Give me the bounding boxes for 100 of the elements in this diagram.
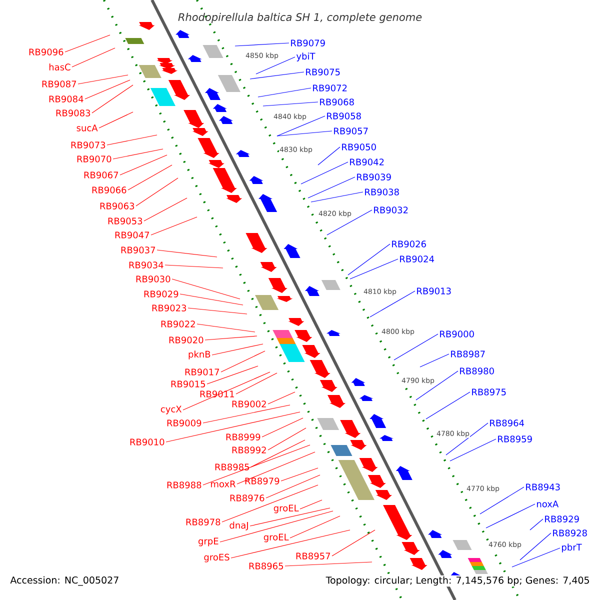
leader-line xyxy=(128,164,172,190)
leader-line xyxy=(416,370,458,400)
gene-label: RB9023 xyxy=(152,304,186,312)
gene-label: RB8957 xyxy=(296,552,330,560)
gene-label: RB8965 xyxy=(249,562,283,570)
gene-label: RB9047 xyxy=(115,232,150,238)
gene-label: groES xyxy=(204,554,230,562)
leader-line xyxy=(106,134,158,146)
gene-label: dnaJ xyxy=(230,522,248,530)
gene-label: RB9026 xyxy=(392,240,426,248)
footer-text: Topology: circular; Length: 7,145,576 bp; Genes: 7,405 xyxy=(324,575,591,587)
gene-label: pknB xyxy=(188,350,210,360)
title: Rhodopirellula baltica SH 1, complete genome xyxy=(178,12,422,24)
gene-label: RB9009 xyxy=(167,420,202,426)
gene-label: noxA xyxy=(537,500,559,508)
leader-line xyxy=(98,112,134,128)
leader-line xyxy=(256,56,296,74)
gene-label: RB9024 xyxy=(400,256,434,262)
leader-line xyxy=(204,336,258,340)
gene-label: RB9020 xyxy=(169,336,204,344)
gene-label: RB9066 xyxy=(92,186,126,194)
gene-label: RB9000 xyxy=(440,330,474,338)
gene-label: RB8959 xyxy=(498,436,532,442)
leader-line xyxy=(182,372,270,410)
leader-line xyxy=(250,440,306,468)
leader-line xyxy=(144,198,188,222)
leader-line xyxy=(84,80,130,100)
leader-line xyxy=(280,468,318,482)
leader-line xyxy=(212,344,264,356)
gene-label: RB9057 xyxy=(334,128,368,134)
leader-line xyxy=(268,428,306,450)
gene-label: moxR xyxy=(211,480,236,488)
leader-line xyxy=(78,74,128,84)
gene-label: RB9017 xyxy=(185,368,220,376)
gene-label: RB9050 xyxy=(342,144,376,150)
gene-label: RB8943 xyxy=(526,484,560,490)
gene-label: RB8976 xyxy=(230,494,264,502)
gene-label: RB8985 xyxy=(215,464,249,470)
leader-line xyxy=(72,48,116,68)
leader-line xyxy=(284,562,372,566)
leader-line xyxy=(92,84,134,114)
gene-label: RB9087 xyxy=(42,80,76,88)
leader-line xyxy=(276,116,326,136)
leader-line xyxy=(236,452,316,484)
gene-label: RB9037 xyxy=(121,246,156,254)
leader-line xyxy=(230,530,350,558)
gene-label: RB9013 xyxy=(417,288,451,294)
leader-line xyxy=(268,392,296,404)
leader-line xyxy=(150,216,198,236)
leader-line xyxy=(446,422,488,456)
leader-line xyxy=(220,510,334,542)
gene-label: RB9067 xyxy=(84,172,118,178)
leader-line xyxy=(394,334,438,360)
leader-line xyxy=(120,154,168,176)
leader-line xyxy=(326,210,372,236)
leader-line xyxy=(370,290,416,318)
gene-label: RB8929 xyxy=(545,516,579,522)
leader-line xyxy=(332,530,376,556)
leader-line xyxy=(112,148,164,160)
gene-label: RB9038 xyxy=(365,188,399,196)
leader-line xyxy=(486,504,536,528)
leader-line xyxy=(426,392,470,420)
leader-line xyxy=(234,42,290,46)
gene-label: RB8964 xyxy=(490,420,524,426)
gene-label: cycX xyxy=(160,406,182,414)
gene-label: sucA xyxy=(76,124,98,132)
leader-line xyxy=(348,244,390,276)
leader-line xyxy=(202,444,310,486)
leader-line xyxy=(300,162,348,184)
leader-line xyxy=(258,88,312,98)
gene-label: groEL xyxy=(264,534,289,542)
leader-line xyxy=(350,258,398,280)
gene-label: RB9072 xyxy=(313,84,347,92)
leader-line xyxy=(164,264,224,268)
leader-line xyxy=(64,34,110,52)
gene-label: grpE xyxy=(198,538,218,546)
gene-label: RB9039 xyxy=(357,174,391,180)
leader-line xyxy=(136,178,178,206)
gene-label: RB9063 xyxy=(100,202,134,210)
leader-line xyxy=(530,518,544,530)
gene-label: hasC xyxy=(49,64,70,70)
leader-line xyxy=(310,192,364,202)
gene-label: RB9070 xyxy=(77,156,112,162)
gene-label: RB9096 xyxy=(29,48,64,56)
leader-line xyxy=(512,548,560,568)
gene-label: RB8999 xyxy=(226,434,260,440)
gene-label: RB9029 xyxy=(144,290,178,298)
gene-label: RB8928 xyxy=(553,530,587,536)
leader-line xyxy=(196,324,256,332)
gene-label: RB9073 xyxy=(71,142,106,148)
leader-line xyxy=(480,486,524,514)
gene-label: RB8978 xyxy=(186,518,220,526)
gene-label: RB9002 xyxy=(232,400,266,408)
leader-line xyxy=(250,72,304,80)
leader-line xyxy=(220,350,266,372)
leader-line xyxy=(318,146,340,166)
leader-line xyxy=(290,516,340,538)
leader-line xyxy=(262,102,318,106)
gene-label: RB9075 xyxy=(306,68,340,76)
gene-label: RB8987 xyxy=(451,350,485,358)
